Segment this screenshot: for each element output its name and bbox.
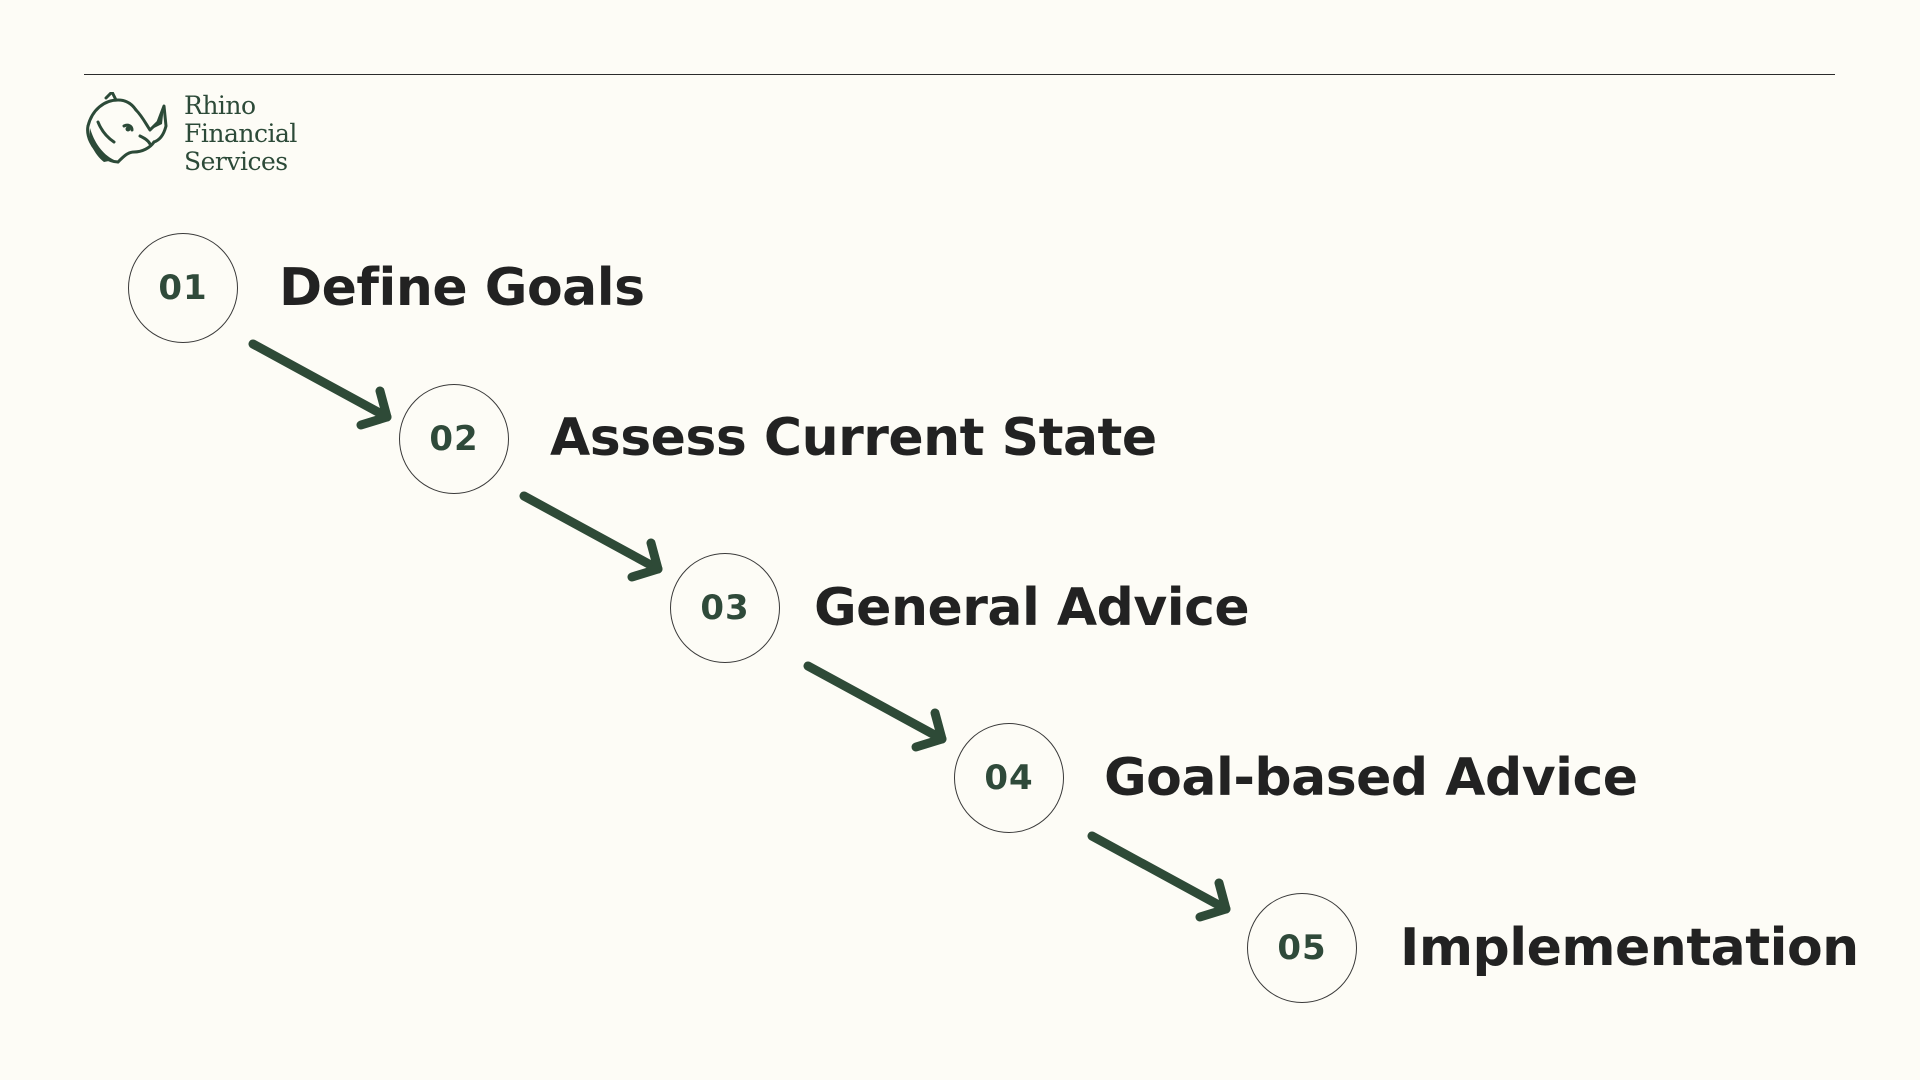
brand-logo: Rhino Financial Services [84,92,324,182]
brand-line-2: Financial [184,119,297,148]
brand-line-3: Services [184,147,288,176]
step-5-label: Implementation [1400,918,1859,978]
brand-name: Rhino Financial Services [184,92,297,176]
step-3-number: 03 [670,553,780,663]
step-2-label: Assess Current State [550,408,1157,468]
top-divider [84,74,1835,75]
brand-line-1: Rhino [184,91,256,120]
arrow-1-to-2 [253,344,387,425]
step-1-number: 01 [128,233,238,343]
step-3-label: General Advice [814,578,1250,638]
step-4-label: Goal-based Advice [1104,748,1638,808]
arrow-3-to-4 [808,666,942,747]
step-5-number: 05 [1247,893,1357,1003]
step-4-number: 04 [954,723,1064,833]
step-2-number: 02 [399,384,509,494]
rhino-icon [86,92,168,164]
step-1-label: Define Goals [279,258,645,318]
arrow-2-to-3 [524,496,658,577]
arrow-4-to-5 [1092,836,1226,917]
